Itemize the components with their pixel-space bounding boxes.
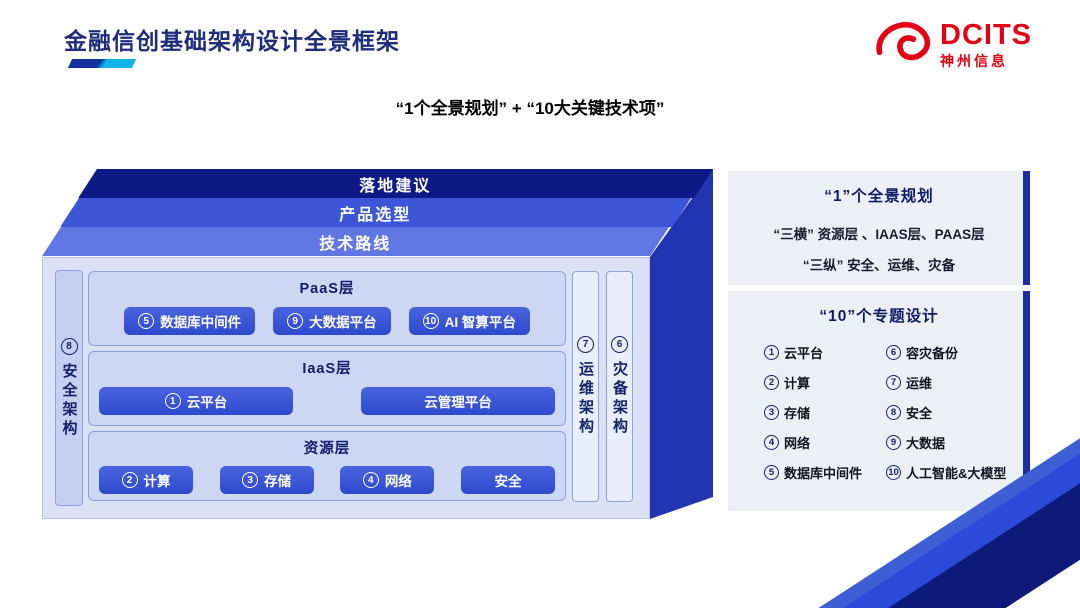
layer-tech-route-label: 技术路线 [319,235,392,253]
topic-ai-llm: 10 人工智能&大模型 [886,463,1022,482]
topic-network: 4 网络 [764,433,886,452]
topic-label: 数据库中间件 [784,466,863,481]
panel-accent-bar [1023,171,1030,285]
circled-number-2: 2 [121,472,138,488]
node-storage: 3 存储 [219,466,314,494]
node-bigdata-platform: 9 大数据平台 [273,307,391,335]
node-database-middleware: 5 数据库中间件 [124,307,256,335]
plan-line-vertical: “三纵” 安全、运维、灾备 [802,258,956,273]
topic-ops: 7 运维 [886,373,1022,392]
node-network-label: 网络 [384,474,412,489]
topic-disaster-backup: 6 容灾备份 [886,343,1022,362]
circled-number-3: 3 [242,472,259,488]
section-resource-title: 资源层 [303,441,351,457]
section-resource-nodes: 2 计算 3 存储 4 网络 安全 [89,466,565,494]
topic-num-4: 4 [764,435,779,450]
topic-label: 云平台 [784,346,824,361]
topic-db-middleware: 5 数据库中间件 [764,463,886,482]
layer-tech-route: 技术路线 [42,227,670,256]
node-cloud-platform-label: 云平台 [186,395,228,410]
title-underline [67,59,137,68]
panel-topics-title: “10”个专题设计 [819,308,939,325]
logo-text-cn: 神州信息 [940,52,1008,69]
ops-architecture-label: 运维架构 [577,361,594,437]
topic-security: 8 安全 [886,403,1022,422]
section-paas-title: PaaS层 [299,281,355,297]
node-cloud-platform: 1 云平台 [99,387,293,415]
node-storage-label: 存储 [264,474,292,489]
logo-text: DCITS 神州信息 [940,20,1032,68]
panel-topics: “10”个专题设计 1 云平台 6 容灾备份 2 计算 7 运维 3 存储 [728,291,1030,511]
topic-label: 存储 [784,406,811,421]
node-ai-platform: 10 AI 智算平台 [408,307,530,335]
topic-label: 人工智能&大模型 [906,466,1007,481]
circled-number-1: 1 [164,393,181,409]
topic-num-8: 8 [886,405,901,420]
security-architecture-label: 安全架构 [60,362,78,439]
node-security: 安全 [460,466,555,494]
topic-storage: 3 存储 [764,403,886,422]
section-paas: PaaS层 5 数据库中间件 9 大数据平台 10 AI 智算平台 [88,271,566,346]
topic-num-2: 2 [764,375,779,390]
topics-list: 1 云平台 6 容灾备份 2 计算 7 运维 3 存储 8 安全 [728,326,1030,482]
section-iaas-nodes: 1 云平台 云管理平台 [89,387,565,415]
topic-label: 计算 [784,376,811,391]
layer-landing-advice: 落地建议 [78,169,714,198]
dr-architecture-bar: 6 灾备架构 [606,271,633,502]
section-resource: 资源层 2 计算 3 存储 4 网络 安全 [88,431,566,501]
topic-label: 容灾备份 [906,346,959,361]
layer-landing-advice-label: 落地建议 [359,177,432,195]
circled-number-5: 5 [138,313,155,329]
dcits-logo: DCITS 神州信息 [872,16,1032,73]
topic-num-3: 3 [764,405,779,420]
dr-architecture-label: 灾备架构 [611,361,628,437]
topic-label: 大数据 [906,436,946,451]
node-ai-platform-label: AI 智算平台 [444,315,516,330]
node-cloud-mgmt-platform: 云管理平台 [361,387,555,415]
circled-number-4: 4 [362,472,379,488]
dcits-swoosh-icon [872,16,934,73]
topic-compute: 2 计算 [764,373,886,392]
section-iaas: IaaS层 1 云平台 云管理平台 [88,351,566,426]
topic-num-9: 9 [886,435,901,450]
node-compute-label: 计算 [143,474,171,489]
topic-num-1: 1 [764,345,779,360]
topic-cloud-platform: 1 云平台 [764,343,886,362]
logo-text-en: DCITS [940,19,1032,52]
plan-line-horizontal: “三横” 资源层 、IAAS层、PAAS层 [773,227,985,242]
layer-product-selection: 产品选型 [60,198,692,227]
topic-num-5: 5 [764,465,779,480]
node-security-label: 安全 [494,474,522,489]
section-iaas-title: IaaS层 [302,361,352,377]
topic-num-7: 7 [886,375,901,390]
topic-num-10: 10 [886,465,901,480]
topic-bigdata: 9 大数据 [886,433,1022,452]
circled-number-7: 7 [577,336,594,353]
topic-label: 运维 [906,376,933,391]
section-paas-nodes: 5 数据库中间件 9 大数据平台 10 AI 智算平台 [89,307,565,335]
circled-number-8: 8 [60,337,78,355]
topic-label: 网络 [784,436,811,451]
circled-number-6: 6 [611,336,628,353]
node-bigdata-platform-label: 大数据平台 [309,315,377,330]
topic-label: 安全 [906,406,933,421]
topic-num-6: 6 [886,345,901,360]
node-cloud-mgmt-platform-label: 云管理平台 [424,395,492,410]
subtitle: “1个全景规划” + “10大关键技术项” [395,99,665,118]
node-database-middleware-label: 数据库中间件 [160,315,242,330]
layer-product-selection-label: 产品选型 [339,206,412,224]
panel-overall-plan: “1”个全景规划 “三横” 资源层 、IAAS层、PAAS层 “三纵” 安全、运… [728,171,1030,285]
circled-number-9: 9 [287,313,304,329]
circled-number-10: 10 [422,313,439,329]
panel-accent-bar [1023,291,1030,511]
security-architecture-bar: 8 安全架构 [55,270,83,506]
node-network: 4 网络 [340,466,435,494]
panel-overall-plan-title: “1”个全景规划 [824,188,934,205]
node-compute: 2 计算 [99,466,193,494]
page-title: 金融信创基础架构设计全景框架 [64,28,400,54]
ops-architecture-bar: 7 运维架构 [572,271,599,502]
